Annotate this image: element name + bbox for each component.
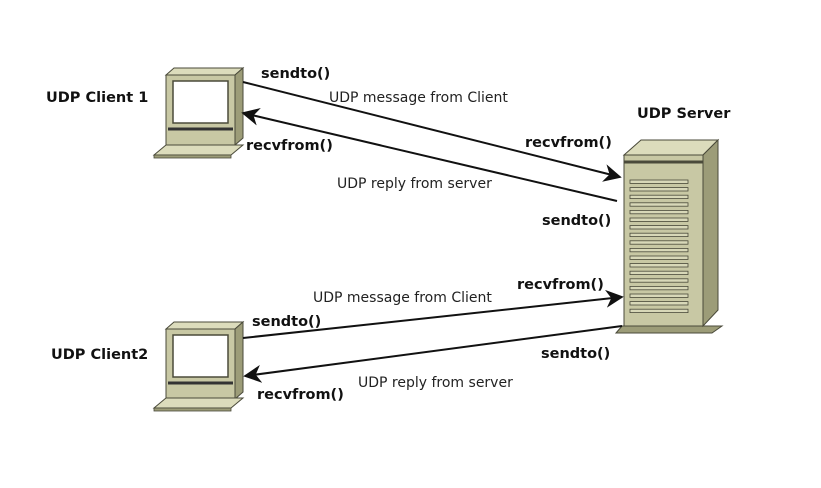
server-label: UDP Server <box>637 106 731 122</box>
drive-bay-slot <box>629 293 689 298</box>
client-1-request-message: UDP message from Client <box>329 90 508 106</box>
client-2-computer-icon <box>152 320 245 412</box>
client-2-recvfrom-label: recvfrom() <box>257 387 344 403</box>
drive-bay-slot <box>629 240 689 245</box>
client-1-reply-message: UDP reply from server <box>337 176 492 192</box>
drive-bay-slot <box>629 187 689 192</box>
client-2-reply-message: UDP reply from server <box>358 375 513 391</box>
drive-bay-slot <box>629 202 689 207</box>
client-1-sendto-label: sendto() <box>261 66 330 82</box>
server-recvfrom-label-2: recvfrom() <box>517 277 604 293</box>
client-2-request-arrow <box>242 289 624 339</box>
client-1-request-arrow <box>242 81 622 182</box>
client-2-reply-arrow <box>243 325 623 383</box>
drive-bay-slot <box>629 217 689 222</box>
drive-bay-slot <box>629 209 689 215</box>
client-2-request-message: UDP message from Client <box>313 290 492 306</box>
drive-bay-slot <box>629 278 689 283</box>
server-sendto-label-2: sendto() <box>541 346 610 362</box>
drive-bay-slot <box>629 194 689 199</box>
client-2-sendto-label: sendto() <box>252 314 321 330</box>
client-1-computer-icon <box>152 66 245 159</box>
server-recvfrom-label-1: recvfrom() <box>525 135 612 151</box>
drive-bay-slot <box>629 247 689 253</box>
drive-bay-slot <box>629 179 689 184</box>
drive-bay-slot <box>629 285 689 291</box>
drive-bay-slot <box>629 255 689 260</box>
client-1-reply-arrow <box>241 107 618 202</box>
client-2-label: UDP Client2 <box>51 347 148 363</box>
drive-bay-slot <box>629 270 689 276</box>
client-1-recvfrom-label: recvfrom() <box>246 138 333 154</box>
server-drive-bays <box>629 179 689 314</box>
drive-bay-slot <box>629 301 689 306</box>
client-1-label: UDP Client 1 <box>46 90 148 106</box>
server-sendto-label-1: sendto() <box>542 213 611 229</box>
server-tower-icon <box>614 138 724 334</box>
drive-bay-slot <box>629 225 689 230</box>
drive-bay-slot <box>629 232 689 237</box>
drive-bay-slot <box>629 263 689 268</box>
drive-bay-slot <box>629 308 689 314</box>
